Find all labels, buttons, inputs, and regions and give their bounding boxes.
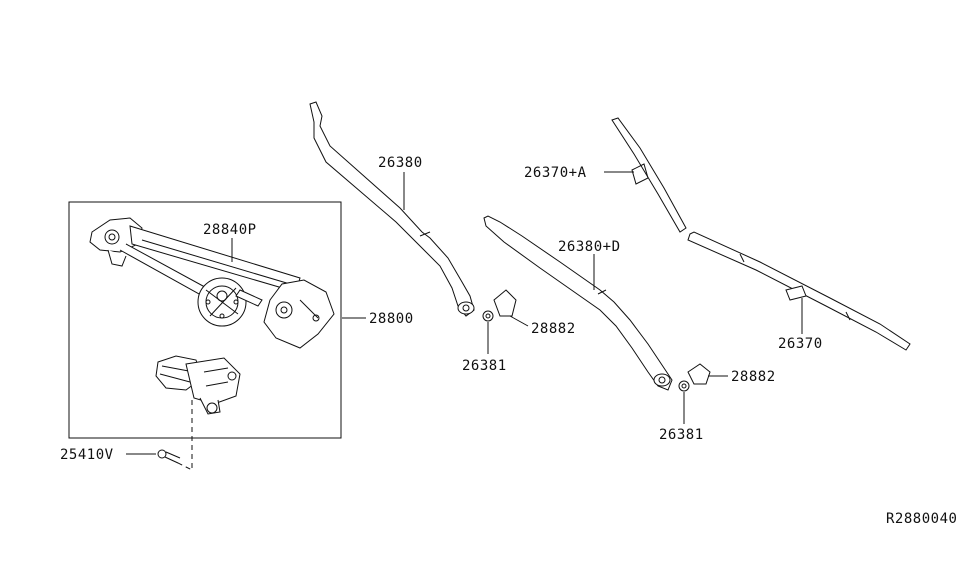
nut-icon	[482, 310, 494, 322]
label-26380D: 26380+D	[558, 239, 621, 255]
wiper-motor-icon	[155, 355, 241, 415]
label-26380: 26380	[378, 155, 423, 171]
mount-dash-line	[175, 400, 193, 471]
nut-icon	[678, 380, 690, 392]
cap-icon	[687, 363, 711, 385]
label-25410V: 25410V	[60, 447, 114, 463]
label-28840P: 28840P	[203, 222, 257, 238]
label-26370: 26370	[778, 336, 823, 352]
assembly-frame	[68, 201, 342, 439]
label-28882-right: 28882	[731, 369, 776, 385]
cap-icon	[493, 289, 517, 317]
label-26381-left: 26381	[462, 358, 507, 374]
wiper-arm-icon	[483, 215, 673, 391]
label-26381-right: 26381	[659, 427, 704, 443]
wiper-blade-icon	[611, 117, 911, 351]
label-28882-left: 28882	[531, 321, 576, 337]
bolt-icon	[157, 449, 181, 464]
diagram-reference: R2880040	[886, 511, 957, 527]
label-28800: 28800	[369, 311, 414, 327]
label-26370A: 26370+A	[524, 165, 587, 181]
wiper-arm-icon	[309, 101, 475, 317]
wiper-linkage-icon	[89, 217, 335, 349]
